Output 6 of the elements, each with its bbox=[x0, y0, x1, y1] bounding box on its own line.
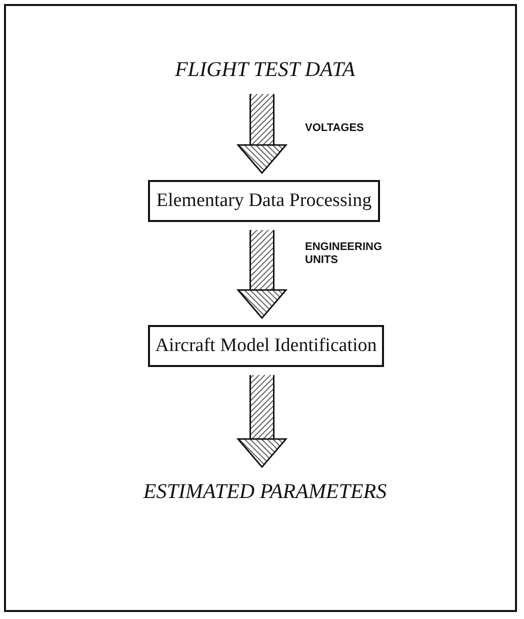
process-box: Aircraft Model Identification bbox=[148, 325, 384, 367]
data-heading: FLIGHT TEST DATA bbox=[174, 56, 356, 82]
edge-label: ENGINEERING UNITS bbox=[305, 240, 384, 266]
process-box: Elementary Data Processing bbox=[148, 180, 380, 222]
data-heading: ESTIMATED PARAMETERS bbox=[143, 478, 387, 504]
edge-label: VOLTAGES bbox=[305, 122, 365, 135]
